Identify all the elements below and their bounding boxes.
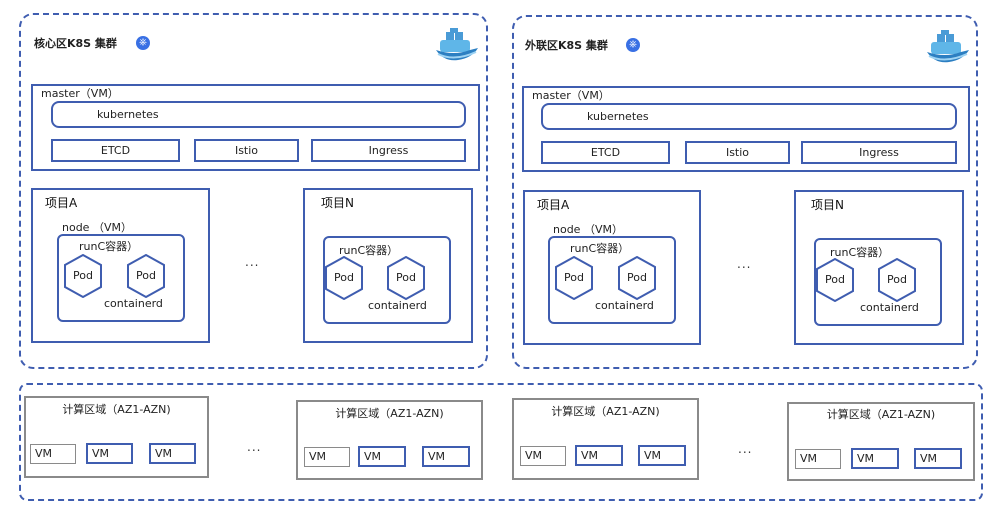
zone-title: 计算区域（AZ1-AZN): [551, 405, 660, 418]
compute-zone: [787, 402, 975, 481]
compute-zone: [24, 396, 209, 478]
vm-box: VM: [358, 446, 406, 467]
project-n: [303, 188, 473, 343]
pod-label: Pod: [136, 269, 156, 282]
kubernetes-bar: kubernetes: [51, 101, 466, 128]
pod-label: Pod: [825, 273, 845, 286]
pod-label: Pod: [396, 271, 416, 284]
master-vm: [31, 84, 480, 171]
vm-box: VM: [86, 443, 133, 464]
node-box: [323, 236, 451, 324]
containerd-label: containerd: [104, 297, 163, 310]
master-label: master（VM）: [532, 89, 610, 102]
istio-box: Istio: [194, 139, 299, 162]
vm-box: VM: [520, 446, 566, 466]
runtime-label: runC容器）: [830, 246, 890, 259]
pod-label: Pod: [564, 271, 584, 284]
project-a: [31, 188, 210, 343]
project-n: [794, 190, 964, 345]
cluster-external: [512, 15, 978, 369]
pod-hexagon: Pod: [618, 256, 656, 300]
zone-title: 计算区域（AZ1-AZN): [335, 407, 444, 420]
vm-box: VM: [575, 445, 623, 466]
pod-hexagon: Pod: [878, 258, 916, 302]
vm-box: VM: [795, 449, 841, 469]
istio-box: Istio: [685, 141, 790, 164]
kubernetes-bar: kubernetes: [541, 103, 957, 130]
ingress-box: Ingress: [801, 141, 957, 164]
etcd-box: ETCD: [51, 139, 180, 162]
master-label: master（VM）: [41, 87, 119, 100]
zone-title: 计算区域（AZ1-AZN): [826, 408, 936, 421]
project-title: 项目A: [537, 198, 570, 212]
project-ellipsis: ...: [245, 255, 260, 269]
pod-hexagon: Pod: [325, 256, 363, 300]
containerd-label: containerd: [860, 301, 919, 314]
node-label: node （VM）: [553, 223, 623, 236]
vm-box: VM: [30, 444, 76, 464]
compute-zone: [512, 398, 699, 480]
docker-whale-icon: [927, 30, 969, 63]
cluster-title: 核心区K8S 集群: [34, 37, 117, 50]
pod-label: Pod: [334, 271, 354, 284]
zone-title: 计算区域（AZ1-AZN): [62, 403, 171, 416]
node-label: node （VM）: [62, 221, 132, 234]
pod-hexagon: Pod: [816, 258, 854, 302]
project-title: 项目N: [321, 196, 354, 210]
zone-ellipsis: ...: [247, 440, 262, 454]
runtime-label: runC容器）: [570, 242, 630, 255]
runtime-label: runC容器）: [79, 240, 139, 253]
pod-label: Pod: [73, 269, 93, 282]
runtime-label: runC容器）: [339, 244, 399, 257]
node-box: [57, 234, 185, 322]
project-title: 项目N: [811, 198, 844, 212]
pod-hexagon: Pod: [387, 256, 425, 300]
project-title: 项目A: [45, 196, 78, 210]
cluster-title: 外联区K8S 集群: [525, 39, 608, 52]
cluster-core: [19, 13, 488, 369]
node-box: [814, 238, 942, 326]
pod-hexagon: Pod: [64, 254, 102, 298]
helm-icon: ⎈: [626, 38, 640, 52]
pod-label: Pod: [887, 273, 907, 286]
vm-box: VM: [851, 448, 899, 469]
containerd-label: containerd: [595, 299, 654, 312]
vm-box: VM: [914, 448, 962, 469]
containerd-label: containerd: [368, 299, 427, 312]
pod-hexagon: Pod: [127, 254, 165, 298]
pod-label: Pod: [627, 271, 647, 284]
ingress-box: Ingress: [311, 139, 466, 162]
docker-whale-icon: [436, 28, 478, 61]
etcd-box: ETCD: [541, 141, 670, 164]
vm-box: VM: [422, 446, 470, 467]
project-a: [523, 190, 701, 345]
vm-box: VM: [304, 447, 350, 467]
zone-ellipsis: ...: [738, 442, 753, 456]
master-vm: [522, 86, 970, 172]
pod-hexagon: Pod: [555, 256, 593, 300]
helm-icon: ⎈: [136, 36, 150, 50]
compute-zone-container: [19, 383, 983, 501]
compute-zone: [296, 400, 483, 480]
vm-box: VM: [149, 443, 196, 464]
node-box: [548, 236, 676, 324]
vm-box: VM: [638, 445, 686, 466]
project-ellipsis: ...: [737, 257, 752, 271]
